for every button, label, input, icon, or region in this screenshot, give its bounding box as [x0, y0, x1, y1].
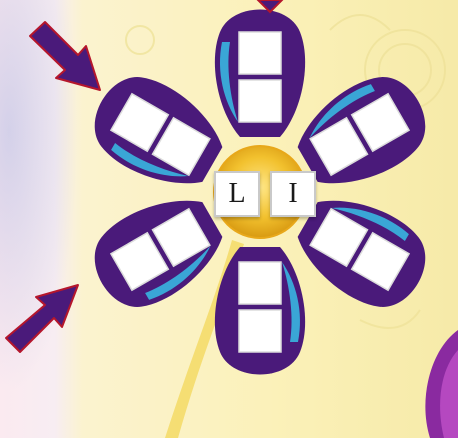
answer-box[interactable] — [239, 32, 281, 74]
answer-box[interactable] — [239, 262, 281, 304]
petal — [79, 62, 235, 204]
petal — [215, 247, 305, 375]
petal — [215, 10, 305, 138]
petal — [79, 180, 235, 322]
answer-box[interactable] — [239, 80, 281, 122]
center-letter: L — [228, 178, 245, 210]
center-letter: I — [288, 178, 297, 210]
arrow-icon — [6, 285, 78, 352]
center-letter-box[interactable]: L — [214, 171, 260, 217]
center-letter-box[interactable]: I — [270, 171, 316, 217]
answer-box[interactable] — [239, 310, 281, 352]
arrow-icon — [30, 22, 100, 90]
